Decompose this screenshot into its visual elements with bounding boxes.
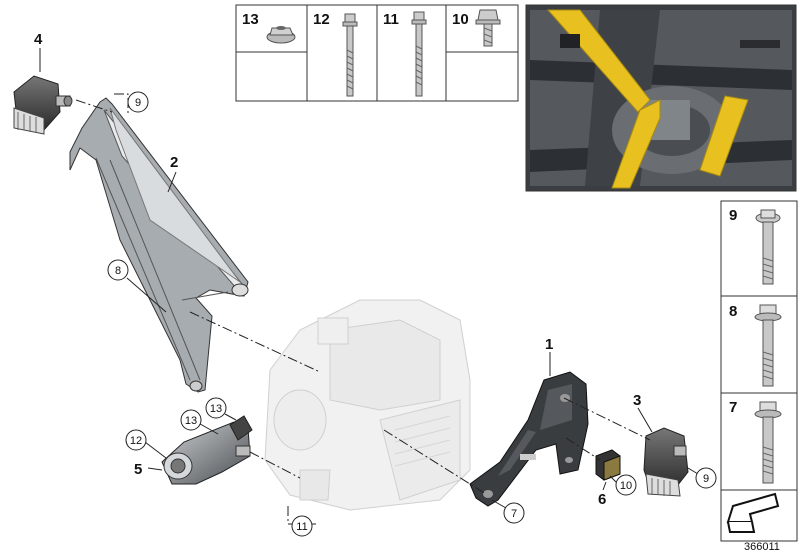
top-parts-table: 13 12 11 10 bbox=[235, 4, 519, 102]
transmission-ghost bbox=[264, 299, 471, 511]
circled-callout-13a: 13 bbox=[180, 409, 202, 431]
long-bolt-icon bbox=[342, 13, 358, 97]
table-num-11: 11 bbox=[383, 11, 399, 28]
bushing-part-6 bbox=[595, 449, 621, 481]
circled-callout-10: 10 bbox=[615, 474, 637, 496]
table-num-8: 8 bbox=[729, 303, 737, 320]
hex-flange-bolt-icon bbox=[754, 304, 782, 387]
circled-callout-8: 8 bbox=[107, 259, 129, 281]
circled-callout-11: 11 bbox=[291, 515, 313, 537]
long-bolt-icon bbox=[411, 11, 427, 97]
engine-mount-part-4 bbox=[13, 75, 73, 135]
circled-callout-7: 7 bbox=[503, 502, 525, 524]
circled-callout-12: 12 bbox=[125, 429, 147, 451]
callout-2: 2 bbox=[170, 154, 178, 171]
engine-mount-part-5 bbox=[161, 415, 253, 485]
callout-9-top: 9 bbox=[135, 97, 141, 109]
callout-12: 12 bbox=[130, 435, 142, 447]
flange-nut-icon bbox=[266, 26, 296, 44]
callout-8: 8 bbox=[115, 265, 121, 277]
callout-10: 10 bbox=[620, 480, 632, 492]
vehicle-photo-inset bbox=[525, 4, 797, 192]
callout-6: 6 bbox=[598, 491, 606, 508]
hex-flange-bolt-icon bbox=[754, 401, 782, 484]
table-num-12: 12 bbox=[313, 11, 330, 28]
callout-13a: 13 bbox=[185, 415, 197, 427]
callout-1: 1 bbox=[545, 336, 553, 353]
callout-11: 11 bbox=[296, 521, 307, 533]
engine-mount-part-3 bbox=[643, 427, 689, 497]
table-num-10: 10 bbox=[452, 11, 469, 28]
diagram-number: 366011 bbox=[744, 541, 780, 553]
torque-arm-part-2 bbox=[69, 97, 249, 393]
circled-callout-13b: 13 bbox=[205, 397, 227, 419]
callout-13b: 13 bbox=[210, 403, 222, 415]
torx-bolt-icon bbox=[475, 9, 501, 47]
table-num-13: 13 bbox=[242, 11, 259, 28]
callout-leaders bbox=[39, 48, 699, 509]
circled-callout-9-right: 9 bbox=[695, 467, 717, 489]
side-parts-table: 9 8 7 bbox=[720, 200, 798, 542]
catalog-arrow-icon bbox=[726, 492, 780, 533]
collar-bolt-icon bbox=[755, 209, 781, 285]
circled-callout-9-top: 9 bbox=[127, 91, 149, 113]
support-bracket-part-1 bbox=[469, 371, 589, 507]
table-num-9: 9 bbox=[729, 207, 737, 224]
callout-7: 7 bbox=[511, 508, 517, 520]
callout-4: 4 bbox=[34, 31, 43, 48]
callout-5: 5 bbox=[134, 461, 142, 478]
callout-9-right: 9 bbox=[703, 473, 709, 485]
table-num-7: 7 bbox=[729, 399, 737, 416]
callout-3: 3 bbox=[633, 392, 641, 409]
